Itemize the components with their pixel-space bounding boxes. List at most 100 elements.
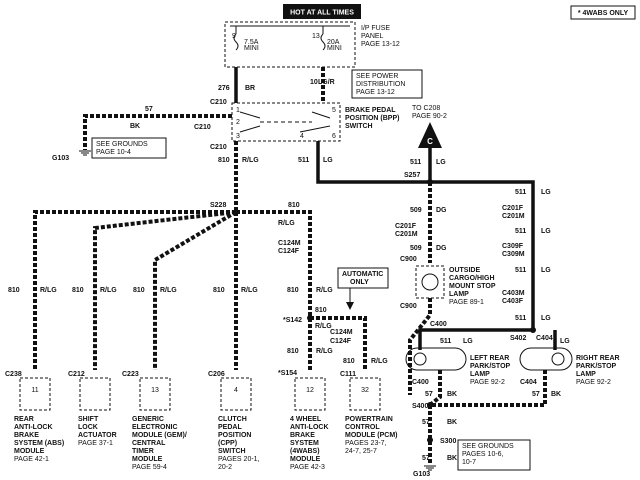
to-c208-2: PAGE 90-2: [412, 113, 447, 120]
conn-c124m: C124M: [278, 240, 301, 247]
connector-c-icon: [418, 122, 442, 148]
wire-57-num-l: 57: [425, 391, 433, 398]
w810-pcm-num: 810: [343, 358, 355, 365]
module-4wabs-pin: 12: [306, 387, 314, 394]
ground-top-note-1: SEE GROUNDS: [96, 141, 148, 148]
wire-511-color-5: LG: [541, 267, 551, 274]
conn-c403f: C403F: [502, 298, 524, 305]
svg-text:24-7, 25-7: 24-7, 25-7: [345, 448, 377, 455]
left-lamp-icon: [413, 352, 427, 366]
power-note-2: DISTRIBUTION: [356, 81, 405, 88]
svg-text:PAGES 20-1,: PAGES 20-1,: [218, 456, 260, 463]
ground-bottom-id: G103: [413, 471, 430, 478]
note-label: * 4WABS ONLY: [578, 10, 629, 17]
conn-c201m: C201M: [395, 231, 418, 238]
ground-bottom-note-3: 10-7: [462, 459, 476, 466]
wire-511-num-6: 511: [515, 315, 526, 322]
bpp-conn-left: C210: [194, 124, 211, 131]
w810-shift-color: R/LG: [100, 287, 117, 294]
conn-c403m: C403M: [502, 290, 525, 297]
svg-text:MODULE: MODULE: [132, 456, 163, 463]
module-abs-box: [19, 377, 51, 411]
wire-57-center: [408, 298, 432, 395]
module-shift-label: SHIFT LOCK ACTUATOR PAGE 37-1: [78, 416, 117, 447]
wire-57-color-l: BK: [447, 391, 457, 398]
conn-c404: C404: [520, 379, 537, 386]
wire-511-color-6: LG: [541, 315, 551, 322]
wire-57-color-r: BK: [551, 391, 561, 398]
splice-s154: *S154: [278, 370, 297, 377]
wire-810-color-b: R/LG: [278, 220, 295, 227]
svg-text:PAGE 37-1: PAGE 37-1: [78, 440, 113, 447]
conn-c900-bottom: C900: [400, 303, 417, 310]
module-cpp-box: [220, 377, 252, 411]
wire-810-num: 810: [218, 157, 230, 164]
wire-511-lamps: [418, 315, 535, 350]
svg-text:SYSTEM (ABS): SYSTEM (ABS): [14, 440, 64, 447]
lamp-center-2: CARGO/HIGH: [449, 275, 495, 282]
fuse-title-2: PANEL: [361, 33, 384, 40]
conn-c124m-b: C124M: [330, 329, 353, 336]
module-abs-pin: 11: [31, 387, 38, 394]
lamp-right-3: LAMP: [576, 371, 596, 378]
wire-810-pcm: [310, 316, 367, 370]
svg-text:LOCK: LOCK: [78, 424, 98, 431]
wire-511-num: 511: [298, 157, 309, 164]
wire-511-color-4: LG: [541, 228, 551, 235]
wire-511-num-5: 511: [515, 267, 526, 274]
bpp-title-1: BRAKE PEDAL: [345, 107, 396, 114]
svg-text:MODULE (PCM): MODULE (PCM): [345, 432, 398, 439]
module-4wabs-box: [294, 377, 326, 411]
right-lamp-icon: [551, 352, 565, 366]
lamp-left-3: LAMP: [470, 371, 490, 378]
svg-text:CENTRAL: CENTRAL: [132, 440, 166, 447]
svg-text:SWITCH: SWITCH: [218, 448, 246, 455]
bpp-pin-3: 3: [236, 133, 240, 140]
fuse9-rating: 7.5A: [244, 39, 259, 46]
wire-509-color-2: DG: [436, 245, 447, 252]
power-note-3: PAGE 13-12: [356, 89, 395, 96]
automatic-only-1: AUTOMATIC: [342, 271, 383, 278]
splice-s402: S402: [510, 335, 526, 342]
w810-4wabs-num: 810: [287, 287, 299, 294]
svg-text:POWERTRAIN: POWERTRAIN: [345, 416, 393, 423]
module-cpp-pin: 4: [234, 387, 238, 394]
wire-810-num-b: 810: [288, 202, 300, 209]
wire-10-color: LG/R: [318, 79, 335, 86]
svg-text:MODULE: MODULE: [290, 456, 321, 463]
svg-text:CLUTCH: CLUTCH: [218, 416, 247, 423]
wire-810-color: R/LG: [242, 157, 259, 164]
w810-s154-num: 810: [287, 348, 299, 355]
w810-cpp-color: R/LG: [241, 287, 258, 294]
note-box: [570, 5, 636, 20]
w810-s142-color: R/LG: [315, 323, 332, 330]
lamp-center-5: PAGE 89-1: [449, 299, 484, 306]
ground-bottom-note-2: PAGES 10-6,: [462, 451, 504, 458]
lamp-right-2: PARK/STOP: [576, 363, 617, 370]
splice-s142: *S142: [283, 317, 302, 324]
conn-c201m-r: C201M: [502, 213, 525, 220]
lamp-left-1: LEFT REAR: [470, 355, 509, 362]
w810-4wabs-color: R/LG: [316, 287, 333, 294]
svg-text:PAGES 23-7,: PAGES 23-7,: [345, 440, 387, 447]
fuse13-type: MINI: [327, 45, 342, 52]
module-gem-pin: 13: [151, 387, 159, 394]
lamp-center-4: LAMP: [449, 291, 469, 298]
wire-511-num-7: 511: [440, 338, 451, 345]
bpp-pin-2: 2: [236, 119, 240, 126]
wire-57: [83, 114, 232, 150]
module-gem-box: [139, 377, 171, 411]
w810-cpp-num: 810: [213, 287, 225, 294]
svg-text:4 WHEEL: 4 WHEEL: [290, 416, 322, 423]
lamp-left-4: PAGE 92-2: [470, 379, 505, 386]
wire-511-num-2: 511: [410, 159, 421, 166]
svg-text:SYSTEM: SYSTEM: [290, 440, 319, 447]
wire-57-num-g: 57: [422, 455, 430, 462]
conn-c900-top: C900: [400, 256, 417, 263]
w810-abs-color: R/LG: [40, 287, 57, 294]
wire-511-color-8: LG: [560, 338, 570, 345]
wire-57-color-g: BK: [447, 455, 457, 462]
arrow-down-icon: [346, 302, 354, 310]
fuse13-icon: [320, 33, 326, 51]
wire-10-num: 10: [310, 79, 318, 86]
